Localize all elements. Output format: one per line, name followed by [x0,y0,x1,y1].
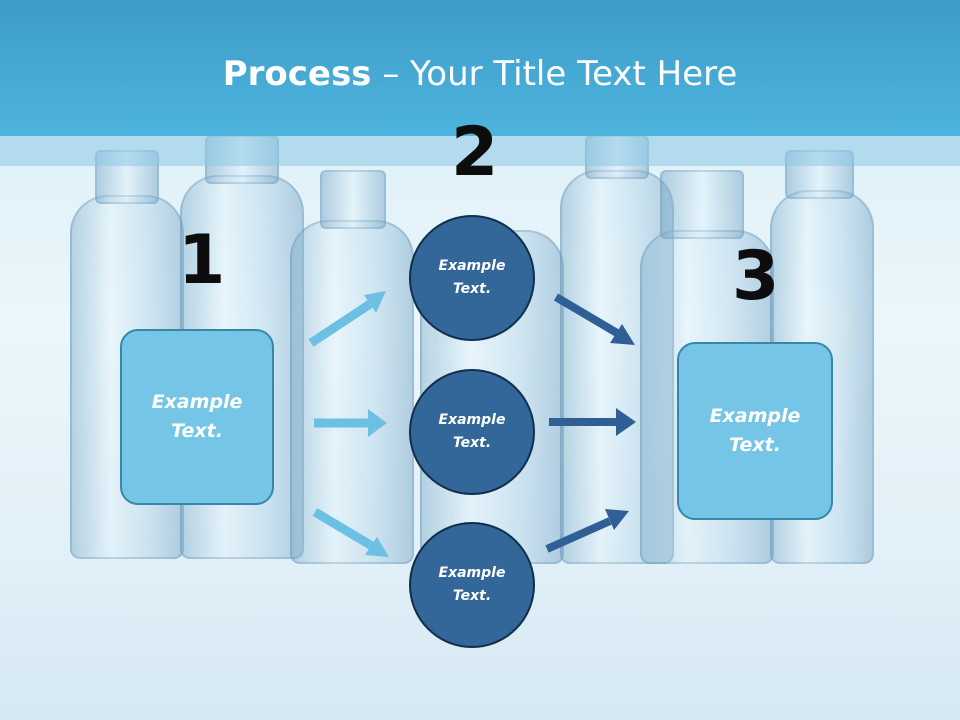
step-number-3: 3 [732,237,780,316]
circle-middle[interactable]: Example Text. [409,369,535,495]
step-number-2: 2 [451,113,499,192]
vial-shape [560,170,674,564]
circle-middle-text: Example Text. [438,412,506,451]
circle-bottom-text: Example Text. [438,565,506,604]
arrow-to-middle-circle [314,409,387,437]
vial-neck [320,170,386,229]
vial-shape [290,220,414,564]
right-box-text: Example Text. [709,405,801,456]
arrow-from-middle-circle [549,408,636,436]
circle-bottom[interactable]: Example Text. [409,522,535,648]
arrow-from-bottom-circle [545,509,629,553]
header-strip [0,136,960,166]
circle-top-text: Example Text. [438,258,506,297]
title-rest: – Your Title Text Here [371,54,738,94]
arrow-from-top-circle [553,293,635,345]
right-box[interactable]: Example Text. [677,342,833,520]
arrow-to-bottom-circle [312,508,389,557]
step-number-1: 1 [178,221,226,300]
slide-title: Process – Your Title Text Here [0,52,960,96]
left-box-text: Example Text. [151,391,243,442]
title-bar [0,0,960,136]
vial-neck [660,170,744,239]
circle-top[interactable]: Example Text. [409,215,535,341]
title-bold: Process [222,54,372,94]
left-box[interactable]: Example Text. [120,329,274,505]
arrow-to-top-circle [308,291,386,347]
